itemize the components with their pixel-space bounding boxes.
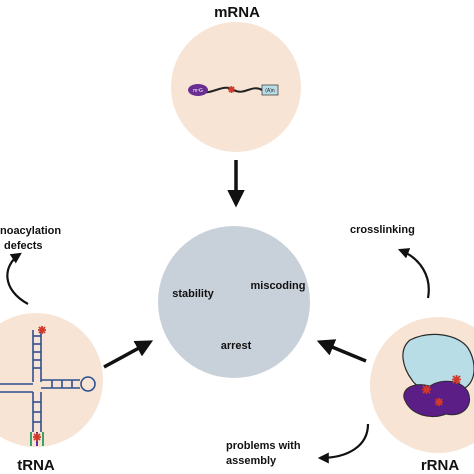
mrna-tail-label: (A)n xyxy=(265,88,275,94)
rrna-outcome-bottom-line1: problems with xyxy=(226,440,301,452)
damage-star-icon xyxy=(33,433,41,441)
mrna-circle xyxy=(171,22,301,152)
center-label-stability: stability xyxy=(172,288,214,300)
trna-molecule xyxy=(0,330,96,432)
damage-star-icon xyxy=(228,86,235,93)
rrna-outcome-bottom-line2: assembly xyxy=(226,455,277,467)
mrna-title: mRNA xyxy=(214,4,260,21)
arrow-icon xyxy=(317,423,370,464)
arrow-icon xyxy=(316,339,367,363)
arrow-icon xyxy=(6,252,29,305)
mrna-polya-tail xyxy=(261,84,279,96)
damage-star-icon xyxy=(452,375,461,384)
trna-title: tRNA xyxy=(17,457,55,474)
mrna-molecule: m⁷G (A)n xyxy=(188,84,279,96)
center-label-miscoding: miscoding xyxy=(250,280,305,292)
mrna-cap-label: m⁷G xyxy=(193,88,203,94)
trna-outcome-line2: defects xyxy=(4,240,43,252)
arrow-icon xyxy=(103,340,154,369)
damage-star-icon xyxy=(435,398,443,406)
mrna-cap xyxy=(188,84,208,96)
trna-outcome-line1: noacylation xyxy=(0,225,61,237)
center-label-arrest: arrest xyxy=(221,340,252,352)
rrna-title: rRNA xyxy=(421,457,460,474)
center-circle xyxy=(158,226,310,378)
arrow-icon xyxy=(397,248,430,299)
damage-star-icon xyxy=(422,385,431,394)
damage-star-icon xyxy=(38,326,46,334)
rrna-outcome-top: crosslinking xyxy=(350,224,415,236)
